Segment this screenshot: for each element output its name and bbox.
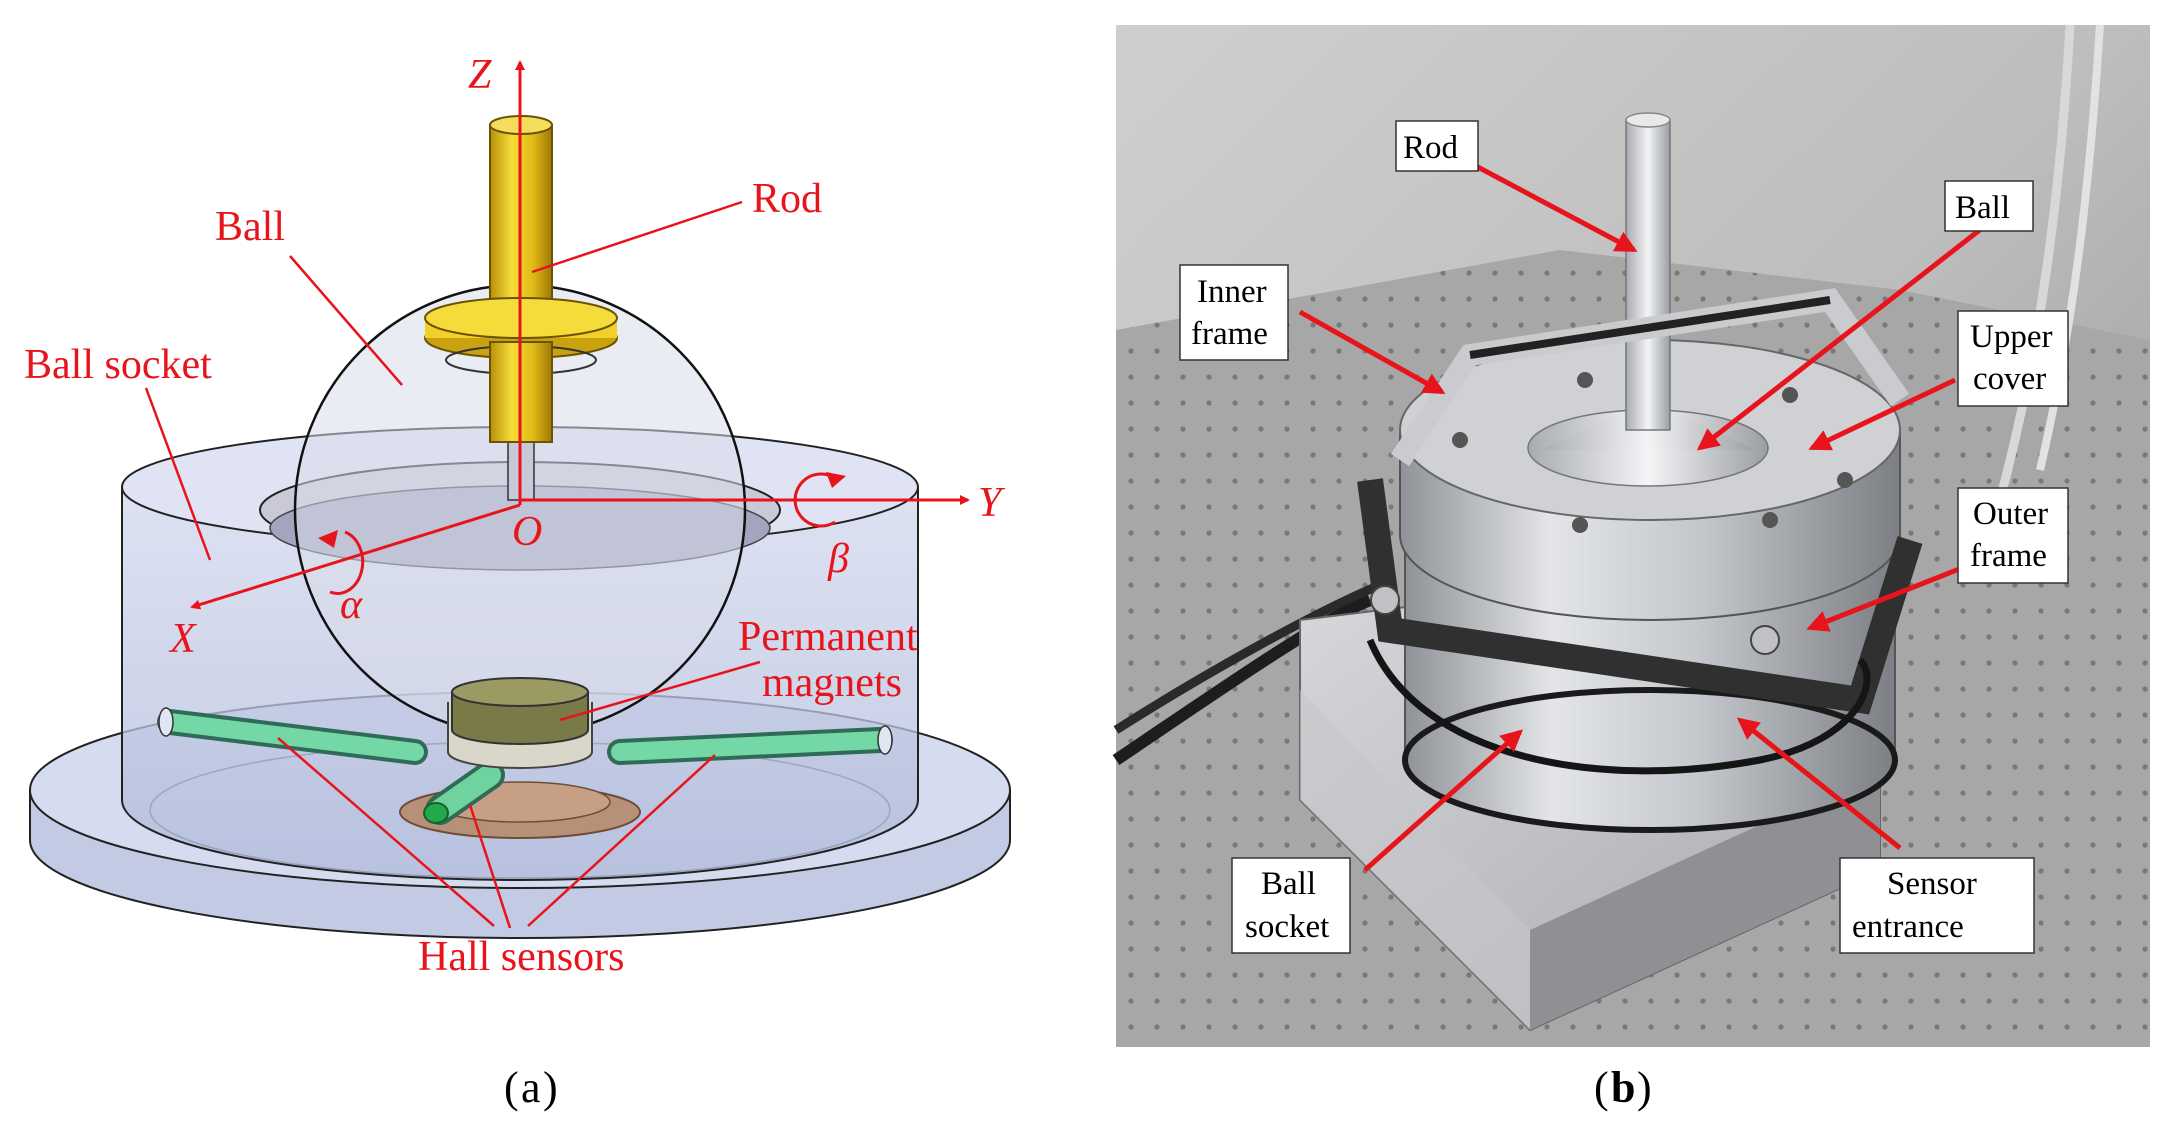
coordinate-axes	[190, 60, 970, 610]
ball-box-text: Ball	[1955, 190, 2010, 226]
sensor-entrance-box-text-line1: Sensor	[1887, 866, 1977, 902]
label-box-outer-frame: Outer frame	[1957, 487, 2069, 584]
permanent-magnets-label-line2: magnets	[762, 660, 902, 706]
label-box-sensor-entrance: Sensor entrance	[1839, 857, 2035, 954]
panel-b-leader-arrows	[1298, 162, 1992, 872]
inner-frame-box-text-line1: Inner	[1197, 274, 1267, 310]
label-box-ball: Ball	[1944, 180, 2034, 232]
upper-cover-box-text-line2: cover	[1973, 361, 2046, 397]
caption-a: ( a )	[504, 1063, 558, 1112]
label-box-rod: Rod	[1395, 120, 1479, 172]
panel-a-diagram: Z Y X O α β Rod Ball Ball socket Permane…	[24, 52, 1011, 980]
inner-frame-box-text-line2: frame	[1191, 316, 1268, 352]
caption-b-letter: b	[1611, 1063, 1635, 1112]
ball-socket-label: Ball socket	[24, 342, 212, 388]
ball-label: Ball	[215, 204, 285, 250]
outer-frame-box-text-line1: Outer	[1973, 496, 2048, 532]
ball-socket-box-text-line1: Ball	[1261, 866, 1316, 902]
rod-label: Rod	[752, 176, 822, 222]
svg-text:): )	[1637, 1063, 1652, 1112]
panel-b-photo: Rod Ball Inner frame Upper cover Outer f…	[1112, 24, 2150, 1047]
z-axis-label: Z	[468, 52, 492, 98]
svg-text:): )	[543, 1063, 558, 1112]
upper-cover-box-text-line1: Upper	[1970, 319, 2052, 355]
hall-sensor-tubes	[157, 707, 893, 839]
label-box-ball-socket: Ball socket	[1231, 857, 1351, 954]
ball-socket-box-text-line2: socket	[1245, 909, 1329, 945]
outer-frame-box-text-line2: frame	[1970, 538, 2047, 574]
permanent-magnets-label-line1: Permanent	[738, 614, 918, 660]
caption-a-letter: a	[521, 1063, 541, 1112]
rod-box-text: Rod	[1403, 130, 1459, 166]
hall-sensors-label: Hall sensors	[418, 934, 624, 980]
svg-text:(: (	[1594, 1063, 1609, 1112]
origin-label: O	[512, 509, 542, 555]
beta-label: β	[827, 536, 849, 582]
permanent-magnets	[447, 677, 593, 769]
alpha-label: α	[340, 582, 363, 628]
label-box-inner-frame: Inner frame	[1179, 264, 1289, 361]
svg-text:(: (	[504, 1063, 519, 1112]
sensor-entrance-box-text-line2: entrance	[1852, 909, 1964, 945]
label-box-upper-cover: Upper cover	[1957, 310, 2069, 407]
x-axis-label: X	[168, 616, 198, 662]
panel-a-leader-lines	[144, 200, 761, 929]
caption-b: ( b )	[1594, 1063, 1652, 1112]
y-axis-label: Y	[978, 480, 1006, 526]
